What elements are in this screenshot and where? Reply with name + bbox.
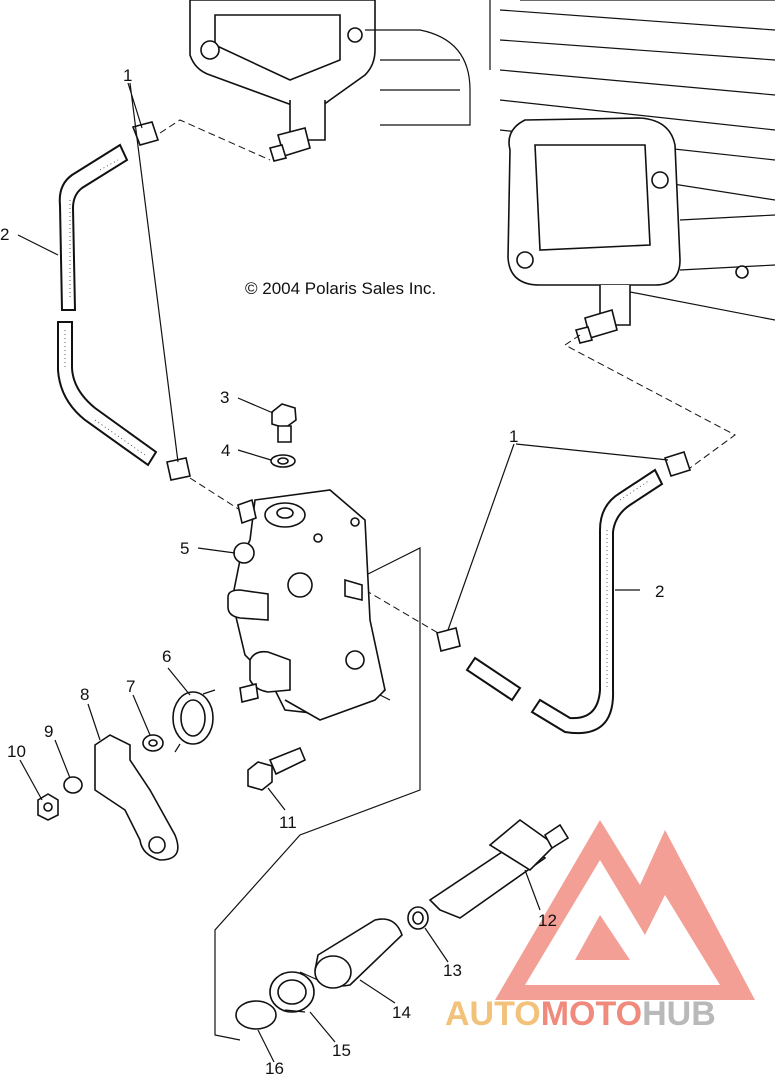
- copyright-notice: © 2004 Polaris Sales Inc.: [245, 279, 436, 298]
- control-lever-parts: [37, 689, 216, 861]
- callout-10: 10: [7, 742, 26, 761]
- callout-11: 11: [279, 813, 297, 832]
- callout-1-right: 1: [509, 427, 518, 446]
- hose-left: [57, 143, 158, 467]
- callout-2-right: 2: [655, 582, 664, 601]
- callout-2-left: 2: [0, 225, 9, 244]
- callout-15: 15: [332, 1041, 351, 1060]
- hose-clamps: [131, 121, 692, 652]
- callout-12: 12: [538, 911, 557, 930]
- watermark-logo: [495, 820, 755, 1000]
- bolt-11: [247, 746, 307, 791]
- callout-16: 16: [265, 1059, 284, 1076]
- callout-9: 9: [44, 722, 53, 741]
- watermark-text: AUTOMOTOHUB: [445, 995, 716, 1033]
- callout-7: 7: [126, 677, 135, 696]
- watermark-auto: AUTO: [445, 995, 541, 1033]
- watermark-moto: MOTO: [541, 995, 642, 1033]
- oil-pump-assembly: [227, 489, 386, 721]
- callout-13: 13: [443, 961, 462, 980]
- callout-1-left: 1: [123, 66, 132, 85]
- leader-lines: [17, 82, 669, 1063]
- hose-right: [465, 468, 664, 735]
- watermark-hub: HUB: [642, 995, 716, 1033]
- drive-shaft-parts: [235, 818, 570, 1030]
- callout-14: 14: [392, 1003, 411, 1022]
- bolt-3-washer-4: [270, 403, 297, 468]
- callout-8: 8: [80, 685, 89, 704]
- callout-3: 3: [220, 388, 229, 407]
- exhaust-port-left: [189, 0, 471, 162]
- callout-6: 6: [162, 647, 171, 666]
- exhaust-port-right: [489, 0, 775, 344]
- routing-lines: [159, 119, 736, 1041]
- callout-4: 4: [221, 441, 230, 460]
- callout-5: 5: [180, 539, 189, 558]
